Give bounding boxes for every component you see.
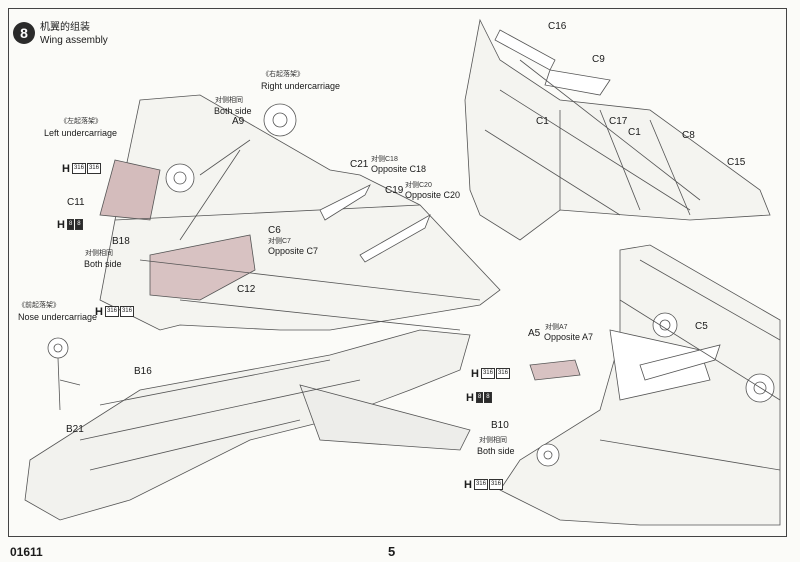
part-b16: B16 xyxy=(134,366,152,377)
label-opposite-c7: Opposite C7 xyxy=(268,246,319,256)
label-nose-undercarriage-cn: 《前起落架》 xyxy=(18,302,60,309)
part-c11: C11 xyxy=(67,197,85,208)
part-c5: C5 xyxy=(695,321,708,332)
part-b18: B18 xyxy=(112,236,130,247)
label-right-undercarriage-cn: 《右起落架》 xyxy=(262,71,304,78)
product-code: 01611 xyxy=(10,545,43,559)
part-c1: C1 xyxy=(536,116,549,127)
wing-top-view xyxy=(464,18,771,241)
step-title-cn: 机翼的组装 xyxy=(40,22,90,33)
label-both-side-cn: 对侧相同 xyxy=(85,250,113,257)
label-opposite-c20: Opposite C20 xyxy=(405,190,461,200)
label-both-side: Both side xyxy=(214,106,252,116)
part-c21: C21 xyxy=(350,159,369,170)
main-fuselage xyxy=(24,329,471,521)
label-opposite-c7-cn: 对侧C7 xyxy=(268,238,291,245)
label-both-side: Both side xyxy=(84,259,122,269)
step-number-badge: 8 xyxy=(13,22,35,44)
part-c8: C8 xyxy=(682,130,695,141)
label-opposite-c18-cn: 对侧C18 xyxy=(371,156,398,163)
step-title-en: Wing assembly xyxy=(40,35,108,46)
label-left-undercarriage-cn: 《左起落架》 xyxy=(60,118,102,125)
part-b21: B21 xyxy=(66,424,84,435)
label-opposite-a7: Opposite A7 xyxy=(544,332,594,342)
part-c17: C17 xyxy=(609,116,628,127)
part-c12: C12 xyxy=(237,284,256,295)
label-opposite-c18: Opposite C18 xyxy=(371,164,427,174)
label-both-side-cn: 对侧相同 xyxy=(479,437,507,444)
part-a9: A9 xyxy=(232,116,245,127)
part-c1: C1 xyxy=(628,127,641,138)
part-c15: C15 xyxy=(727,157,746,168)
part-c16: C16 xyxy=(548,21,567,32)
label-right-undercarriage: Right undercarriage xyxy=(261,81,341,91)
label-both-side: Both side xyxy=(477,446,515,456)
label-left-undercarriage: Left undercarriage xyxy=(44,128,118,138)
label-opposite-a7-cn: 对侧A7 xyxy=(545,324,568,331)
part-c19: C19 xyxy=(385,185,404,196)
label-opposite-c20-cn: 对侧C20 xyxy=(405,182,432,189)
label-both-side-cn: 对侧相同 xyxy=(215,97,243,104)
part-c6: C6 xyxy=(268,225,281,236)
part-b10: B10 xyxy=(491,420,509,431)
page-number: 5 xyxy=(388,544,396,559)
part-a5: A5 xyxy=(528,328,541,339)
part-c9: C9 xyxy=(592,54,605,65)
label-nose-undercarriage: Nose undercarriage xyxy=(18,312,98,322)
page-border xyxy=(8,8,787,537)
